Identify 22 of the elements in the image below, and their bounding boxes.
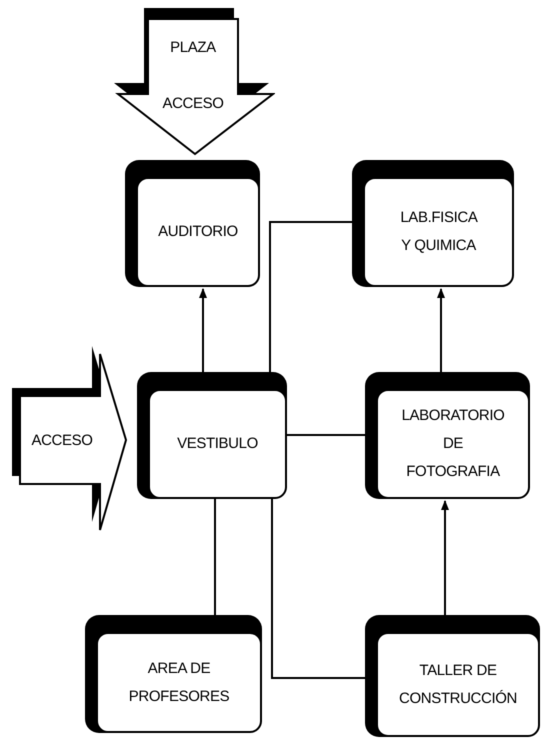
room-box bbox=[365, 372, 530, 499]
entrance-label: PLAZA bbox=[170, 38, 216, 58]
room-box bbox=[125, 160, 260, 287]
connector-line bbox=[269, 221, 352, 372]
connector-line bbox=[214, 499, 216, 615]
room-label: LABORATORIO DE FOTOGRAFIA bbox=[402, 406, 504, 482]
room-box bbox=[365, 615, 540, 737]
room-label: AREA DE PROFESORES bbox=[128, 658, 230, 706]
connector-line bbox=[287, 434, 365, 436]
connector-line bbox=[271, 499, 365, 679]
room-label: TALLER DE CONSTRUCCIÓN bbox=[399, 660, 517, 708]
room-label: AUDITORIO bbox=[158, 222, 238, 242]
arrow bbox=[441, 500, 449, 615]
entrance-label: ACCESO bbox=[162, 94, 224, 114]
room-label: VESTIBULO bbox=[177, 434, 258, 454]
room-label: LAB.FISICA Y QUIMICA bbox=[400, 208, 477, 256]
room-box bbox=[137, 372, 287, 499]
entrance-label: ACCESO bbox=[31, 430, 93, 451]
room-box bbox=[85, 615, 262, 733]
room-box bbox=[352, 160, 514, 287]
arrow bbox=[199, 288, 207, 372]
arrow bbox=[437, 288, 445, 372]
